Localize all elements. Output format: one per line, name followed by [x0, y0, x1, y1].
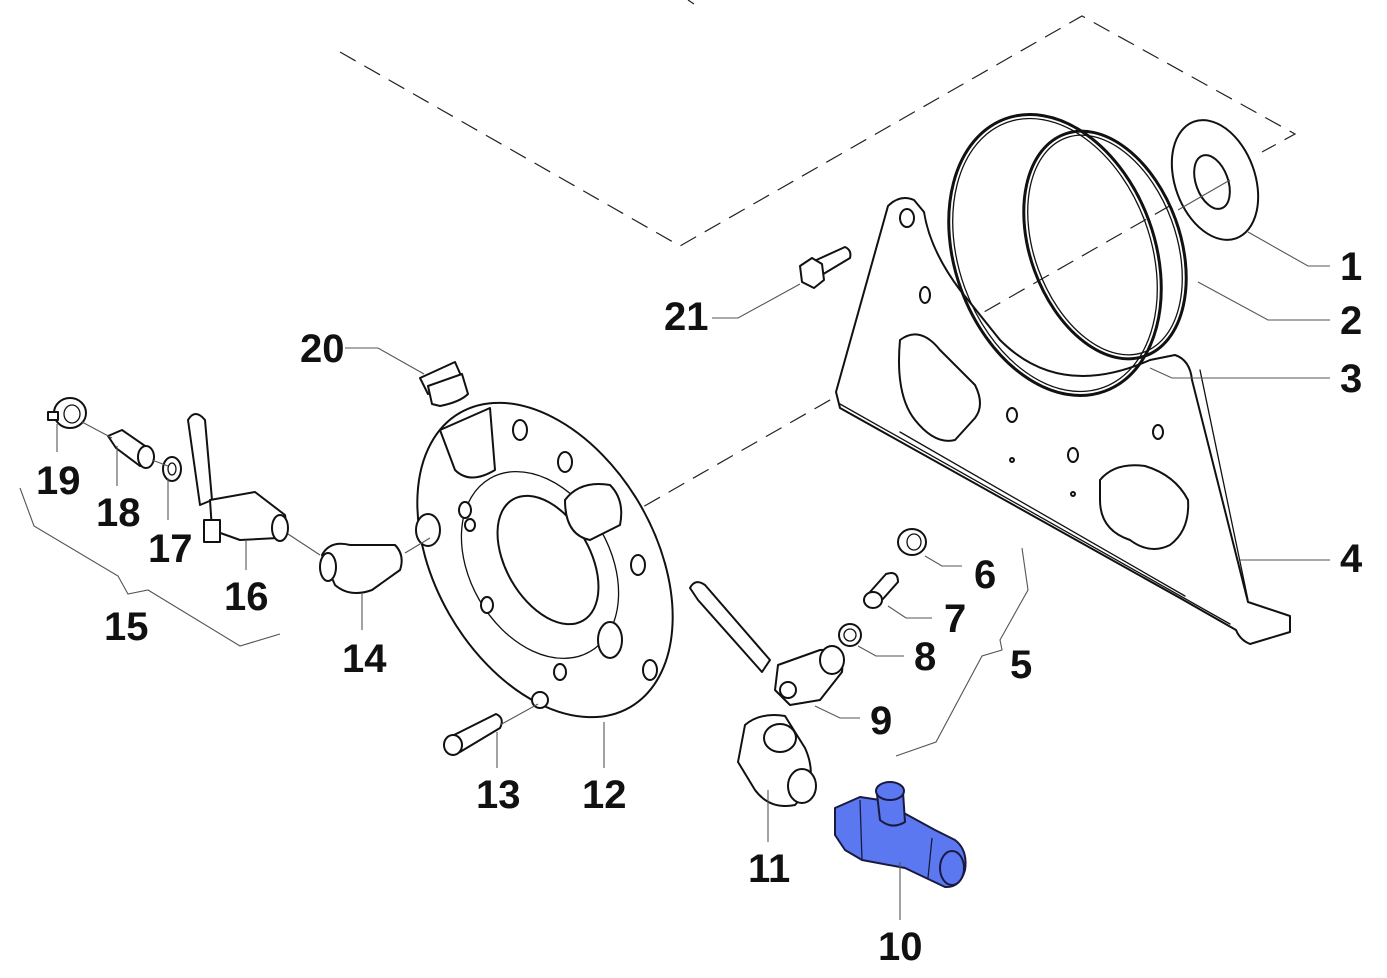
callout-1[interactable]: 1: [1340, 245, 1362, 289]
callout-leaders: [56, 231, 1330, 920]
part-7-hose-nipple[interactable]: [863, 572, 899, 609]
callout-6[interactable]: 6: [974, 553, 996, 597]
part-9-ball-valve[interactable]: [689, 581, 845, 706]
callout-15[interactable]: 15: [104, 605, 149, 649]
assembly-axis-lines: [81, 179, 1231, 726]
callout-13[interactable]: 13: [476, 773, 521, 817]
callout-labels: 1 2 3 4 5 6 7 8 9 10 11 12 13 14 15 16 1…: [36, 245, 1363, 969]
callout-9[interactable]: 9: [870, 699, 892, 743]
callout-4[interactable]: 4: [1340, 537, 1363, 581]
callout-8[interactable]: 8: [914, 635, 936, 679]
part-16-ball-valve[interactable]: [187, 413, 289, 543]
part-20-plug[interactable]: [419, 361, 469, 407]
callout-12[interactable]: 12: [582, 773, 627, 817]
part-10-drain-valve-highlighted[interactable]: [834, 781, 967, 889]
callout-16[interactable]: 16: [224, 575, 269, 619]
callout-11[interactable]: 11: [748, 847, 790, 891]
callout-20[interactable]: 20: [300, 327, 345, 371]
part-4-mounting-bracket[interactable]: [835, 197, 1291, 645]
callout-3[interactable]: 3: [1340, 357, 1362, 401]
callout-18[interactable]: 18: [96, 491, 141, 535]
callout-19[interactable]: 19: [36, 459, 81, 503]
callout-17[interactable]: 17: [148, 527, 193, 571]
part-18-hose-nipple[interactable]: [107, 429, 155, 469]
part-17-washer[interactable]: [162, 456, 182, 482]
part-2-o-ring-large[interactable]: [994, 108, 1216, 381]
callout-5[interactable]: 5: [1010, 643, 1032, 687]
part-21-hex-bolt[interactable]: [799, 246, 852, 289]
group-bracket-15: [19, 487, 281, 647]
callout-2[interactable]: 2: [1340, 299, 1362, 343]
part-3-o-ring-small[interactable]: [911, 85, 1198, 426]
part-19-hose-nut[interactable]: [47, 397, 87, 429]
group-bracket-5: [895, 547, 1029, 757]
part-12-flange-cover[interactable]: [365, 358, 726, 762]
part-13-socket-head-screw[interactable]: [443, 713, 503, 756]
part-14-elbow-connector[interactable]: [319, 542, 403, 595]
part-1-seal-ring[interactable]: [1156, 108, 1274, 252]
callout-14[interactable]: 14: [342, 637, 387, 681]
part-8-washer[interactable]: [838, 623, 862, 647]
part-11-elbow-fitting[interactable]: [737, 714, 817, 807]
callout-7[interactable]: 7: [944, 597, 966, 641]
part-6-hose-nut[interactable]: [897, 528, 927, 556]
callout-10[interactable]: 10: [878, 925, 923, 969]
callout-21[interactable]: 21: [664, 295, 709, 339]
